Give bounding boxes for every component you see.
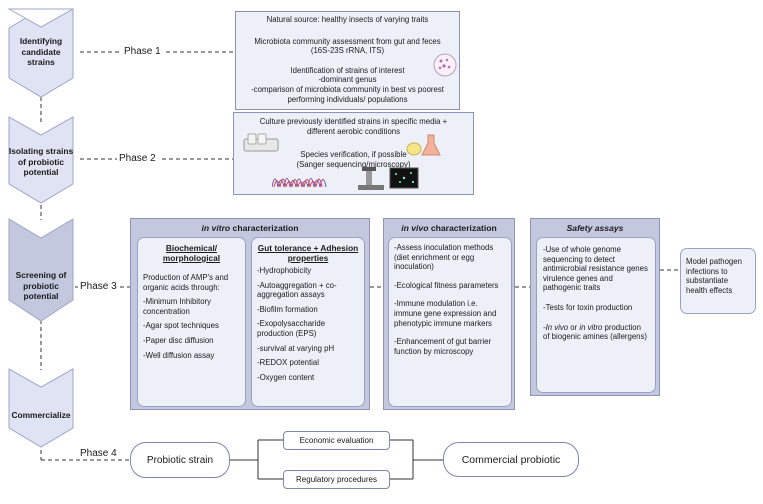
chevron-isolating: Isolating strains of probiotic potential <box>8 116 74 204</box>
petri-dish-icon <box>433 53 457 77</box>
biochem-item: -Minimum Inhibitory concentration <box>143 297 212 316</box>
phase2-box: Culture previously identified strains in… <box>233 112 474 195</box>
safety-title: Safety assays <box>566 223 624 233</box>
gut-item: -REDOX potential <box>257 358 319 368</box>
biochem-box: Biochemical/ morphological Production of… <box>137 237 246 407</box>
invivo-item: -Enhancement of gut barrier function by … <box>394 337 492 356</box>
phase1-box: Natural source: healthy insects of varyi… <box>235 11 460 110</box>
phase-label: Phase 4 <box>80 448 117 459</box>
model-box: Model pathogen infections to substantiat… <box>680 248 756 314</box>
phase-label: Phase 2 <box>119 153 156 164</box>
phase1-line: performing individuals/ populations <box>287 94 408 104</box>
chevron-commercialize: Commercialize <box>8 368 74 448</box>
model-text: Model pathogen infections to substantiat… <box>686 257 742 295</box>
chevron-label: Commercialize <box>11 410 71 420</box>
regulatory-box: Regulatory procedures <box>283 470 390 489</box>
phase1-line: Natural source: healthy insects of varyi… <box>266 15 429 24</box>
biochem-intro: Production of AMP's and organic acids th… <box>143 273 229 292</box>
safety-item: -In vivo or in vitro production of bioge… <box>543 322 648 342</box>
phase-label: Phase 3 <box>80 281 117 292</box>
biochem-item: -Well diffusion assay <box>143 350 215 360</box>
gut-item: -Hydrophobicity <box>257 266 312 275</box>
phase1-line: Identification of strains of interest <box>290 65 405 75</box>
gut-heading: Gut tolerance + Adhesion properties <box>257 243 359 263</box>
economic-box: Economic evaluation <box>283 431 390 450</box>
commercial-probiotic-pill: Commercial probiotic <box>443 442 579 477</box>
biochem-item: -Agar spot techniques <box>143 321 219 331</box>
gut-item: -Biofilm formation <box>257 304 318 314</box>
incubator-icon <box>243 133 279 152</box>
chevron-label: Isolating strains of probiotic potential <box>8 146 74 177</box>
phase1-line: Microbiota community assessment from gut… <box>254 36 441 46</box>
safety-box: -Use of whole genome sequencing to detec… <box>536 237 656 393</box>
invivo-item: -Assess inoculation methods (diet enrich… <box>394 243 494 272</box>
phase2-line: different aerobic conditions <box>306 126 401 136</box>
invitro-panel: in vitro characterization Biochemical/ m… <box>130 218 370 410</box>
invivo-box: -Assess inoculation methods (diet enrich… <box>388 237 512 407</box>
phase2-line: Culture previously identified strains in… <box>259 117 448 126</box>
invivo-item: -Ecological fitness parameters <box>394 280 499 290</box>
probiotic-strain-pill: Probiotic strain <box>130 442 230 478</box>
gut-item: -survival at varying pH <box>257 343 335 353</box>
biochem-item: -Paper disc diffusion <box>143 335 214 345</box>
phase2-line: (Sanger sequencing/microscopy) <box>296 159 411 169</box>
invivo-item: -Immune modulation i.e. immune gene expr… <box>394 299 497 328</box>
safety-panel: Safety assays -Use of whole genome seque… <box>530 218 660 396</box>
safety-item: -Use of whole genome sequencing to detec… <box>543 245 648 293</box>
invivo-title: in vivo characterization <box>401 223 497 233</box>
phase1-line: (16S-23S rRNA, ITS) <box>310 46 385 56</box>
safety-item: -Tests for toxin production <box>543 302 633 312</box>
chromatogram-icon <box>272 178 327 188</box>
microscope-icon <box>358 167 419 190</box>
phase1-line: -dominant genus <box>318 75 377 85</box>
chevron-screening: Screening of probiotic potential <box>8 218 74 322</box>
phase2-line: Species verification, if possible <box>300 150 407 160</box>
gut-item: -Oxygen content <box>257 372 315 382</box>
biochem-heading: Biochemical/ morphological <box>162 243 221 263</box>
chevron-identifying: Identifying candidate strains <box>8 8 74 98</box>
phase-label: Phase 1 <box>124 46 161 57</box>
flask-icon <box>406 134 441 156</box>
gut-item: -Autoaggregation + co-aggregation assays <box>257 280 337 300</box>
gut-box: Gut tolerance + Adhesion properties -Hyd… <box>251 237 365 407</box>
phase1-line: -comparison of microbiota community in b… <box>251 84 444 94</box>
invivo-panel: in vivo characterization -Assess inocula… <box>383 218 515 410</box>
chevron-label: Identifying candidate strains <box>19 36 63 67</box>
chevron-label: Screening of probiotic potential <box>15 270 67 301</box>
invitro-title: in vitro characterization <box>201 223 299 233</box>
gut-item: -Exopolysaccharide production (EPS) <box>257 319 326 338</box>
